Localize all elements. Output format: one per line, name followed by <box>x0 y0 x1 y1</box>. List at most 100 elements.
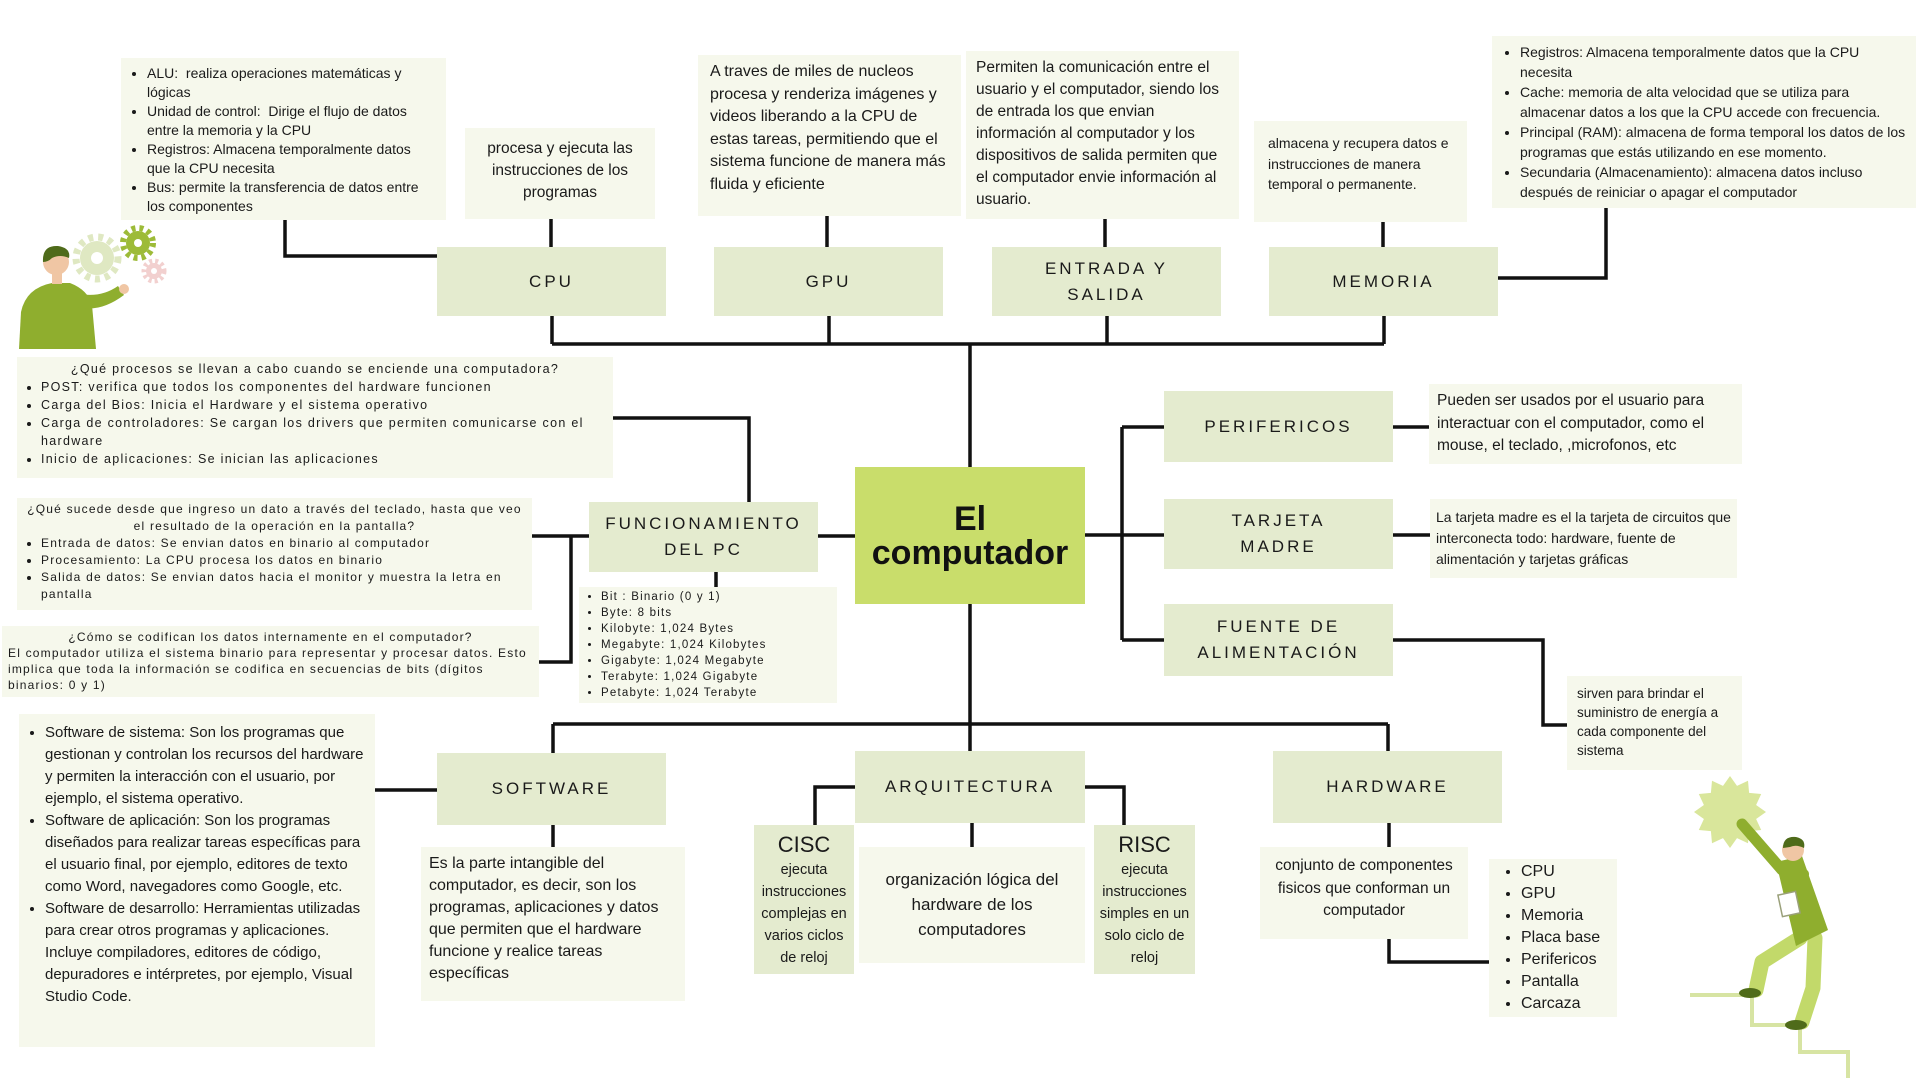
cisc-box: CISC ejecuta instrucciones complejas en … <box>754 825 854 974</box>
memoria-types-list: Registros: Almacena temporalmente datos … <box>1492 42 1908 202</box>
list-item: Entrada de datos: Se envian datos en bin… <box>41 535 526 552</box>
risc-box: RISC ejecuta instrucciones simples en un… <box>1094 825 1195 974</box>
io-node: ENTRADA Y SALIDA <box>992 247 1221 316</box>
list-item: Memoria <box>1521 905 1613 927</box>
gpu-description-text: A traves de miles de nucleos procesa y r… <box>710 63 946 193</box>
codificacion-question: ¿Cómo se codifican los datos internament… <box>68 630 473 644</box>
hardware-node-label: HARDWARE <box>1326 777 1449 796</box>
list-item: Kilobyte: 1,024 Bytes <box>601 621 831 637</box>
hardware-description: conjunto de componentes fisicos que conf… <box>1260 847 1468 939</box>
perifericos-description-text: Pueden ser usados por el usuario para in… <box>1437 392 1705 454</box>
software-node-label: SOFTWARE <box>491 779 612 798</box>
cpu-node: CPU <box>437 247 666 316</box>
fuente-description-text: sirven para brindar el suministro de ene… <box>1577 686 1719 758</box>
arquitectura-description: organización lógica del hardware de los … <box>859 847 1085 963</box>
teclado-question: ¿Qué sucede desde que ingreso un dato a … <box>27 502 522 533</box>
list-item: Unidad de control: Dirige el flujo de da… <box>147 102 438 140</box>
list-item: ALU: realiza operaciones matemáticas y l… <box>147 64 438 102</box>
software-description: Es la parte intangible del computador, e… <box>421 847 685 1001</box>
list-item: Petabyte: 1,024 Terabyte <box>601 685 831 701</box>
arquitectura-node-label: ARQUITECTURA <box>884 777 1056 796</box>
fuente-description: sirven para brindar el suministro de ene… <box>1567 676 1742 770</box>
list-item: Terabyte: 1,024 Gigabyte <box>601 669 831 685</box>
list-item: Inicio de aplicaciones: Se inician las a… <box>41 450 607 468</box>
list-item: Registros: Almacena temporalmente datos … <box>1520 42 1908 82</box>
funcionamiento-node-label: FUNCIONAMIENTO DEL PC <box>605 514 802 559</box>
cpu-node-label: CPU <box>529 271 574 291</box>
list-item: Cache: memoria de alta velocidad que se … <box>1520 82 1908 122</box>
hardware-node: HARDWARE <box>1273 751 1502 823</box>
cpu-components-list: ALU: realiza operaciones matemáticas y l… <box>121 64 438 216</box>
hardware-description-text: conjunto de componentes fisicos que conf… <box>1275 857 1453 919</box>
perifericos-node: PERIFERICOS <box>1164 391 1393 462</box>
list-item: Registros: Almacena temporalmente datos … <box>147 140 438 178</box>
connector-line <box>1380 638 1580 727</box>
list-item: Placa base <box>1521 927 1613 949</box>
central-node: El computador <box>855 467 1085 604</box>
unidades-note: Bit : Binario (0 y 1) Byte: 8 bits Kilob… <box>579 587 837 703</box>
io-description: Permiten la comunicación entre el usuari… <box>966 51 1239 219</box>
software-description-text: Es la parte intangible del computador, e… <box>429 855 659 982</box>
io-node-label: ENTRADA Y SALIDA <box>1044 258 1169 304</box>
list-item: Bus: permite la transferencia de datos e… <box>147 178 438 216</box>
list-item: Software de sistema: Son los programas q… <box>45 722 367 810</box>
cpu-description-text: procesa y ejecuta las instrucciones de l… <box>487 140 633 201</box>
cisc-description: ejecuta instrucciones complejas en vario… <box>761 862 847 966</box>
risc-description: ejecuta instrucciones simples en un solo… <box>1099 862 1190 966</box>
cpu-description: procesa y ejecuta las instrucciones de l… <box>465 128 655 219</box>
list-item: Software de aplicación: Son los programa… <box>45 810 367 898</box>
tarjeta-madre-node-label: TARJETA MADRE <box>1231 511 1326 556</box>
tarjeta-madre-node: TARJETA MADRE <box>1164 499 1393 569</box>
list-item: CPU <box>1521 861 1613 883</box>
arquitectura-node: ARQUITECTURA <box>855 751 1085 823</box>
connector-line <box>1490 190 1608 280</box>
tarjeta-madre-description-text: La tarjeta madre es el la tarjeta de cir… <box>1436 509 1731 567</box>
list-item: Secundaria (Almacenamiento): almacena da… <box>1520 162 1908 202</box>
list-item: Megabyte: 1,024 Kilobytes <box>601 637 831 653</box>
arranque-question: ¿Qué procesos se llevan a cabo cuando se… <box>70 362 560 376</box>
list-item: Perifericos <box>1521 949 1613 971</box>
teclado-steps-list: Entrada de datos: Se envian datos en bin… <box>23 535 526 603</box>
funcionamiento-node: FUNCIONAMIENTO DEL PC <box>589 502 818 572</box>
hardware-components-note: CPU GPU Memoria Placa base Perifericos P… <box>1489 859 1617 1017</box>
connector-line <box>600 416 751 512</box>
list-item: Salida de datos: Se envian datos hacia e… <box>41 569 526 603</box>
risc-title: RISC <box>1118 832 1171 857</box>
teclado-note: ¿Qué sucede desde que ingreso un dato a … <box>17 498 532 610</box>
list-item: Carga del Bios: Inicia el Hardware y el … <box>41 396 607 414</box>
perifericos-description: Pueden ser usados por el usuario para in… <box>1429 384 1742 464</box>
list-item: Procesamiento: La CPU procesa los datos … <box>41 552 526 569</box>
cpu-components-note: ALU: realiza operaciones matemáticas y l… <box>121 58 446 220</box>
list-item: Bit : Binario (0 y 1) <box>601 589 831 605</box>
list-item: POST: verifica que todos los componentes… <box>41 378 607 396</box>
list-item: Software de desarrollo: Herramientas uti… <box>45 898 367 1008</box>
list-item: Principal (RAM): almacena de forma tempo… <box>1520 122 1908 162</box>
memoria-description: almacena y recupera datos e instruccione… <box>1254 121 1467 222</box>
memoria-types-note: Registros: Almacena temporalmente datos … <box>1492 36 1916 208</box>
codificacion-answer: El computador utiliza el sistema binario… <box>8 646 527 692</box>
cisc-title: CISC <box>777 832 831 857</box>
codificacion-note: ¿Cómo se codifican los datos internament… <box>2 626 539 697</box>
list-item: Byte: 8 bits <box>601 605 831 621</box>
list-item: Pantalla <box>1521 971 1613 993</box>
list-item: GPU <box>1521 883 1613 905</box>
io-description-text: Permiten la comunicación entre el usuari… <box>976 59 1219 208</box>
list-item: Carga de controladores: Se cargan los dr… <box>41 414 607 450</box>
unidades-list: Bit : Binario (0 y 1) Byte: 8 bits Kilob… <box>579 589 831 701</box>
memoria-node: MEMORIA <box>1269 247 1498 316</box>
connector-line <box>1387 930 1495 964</box>
software-types-list: Software de sistema: Son los programas q… <box>19 722 367 1008</box>
perifericos-node-label: PERIFERICOS <box>1204 416 1353 436</box>
tarjeta-madre-description: La tarjeta madre es el la tarjeta de cir… <box>1430 499 1737 578</box>
memoria-node-label: MEMORIA <box>1332 271 1435 291</box>
connector-line <box>813 785 862 835</box>
gpu-description: A traves de miles de nucleos procesa y r… <box>698 55 961 216</box>
arranque-steps-list: POST: verifica que todos los componentes… <box>23 378 607 468</box>
central-title: El computador <box>871 499 1069 572</box>
fuente-node-label: FUENTE DE ALIMENTACIÓN <box>1197 617 1360 662</box>
arquitectura-description-text: organización lógica del hardware de los … <box>885 870 1059 939</box>
software-node: SOFTWARE <box>437 753 666 825</box>
list-item: Gigabyte: 1,024 Megabyte <box>601 653 831 669</box>
software-types-note: Software de sistema: Son los programas q… <box>19 714 375 1047</box>
connector-line <box>530 536 573 664</box>
